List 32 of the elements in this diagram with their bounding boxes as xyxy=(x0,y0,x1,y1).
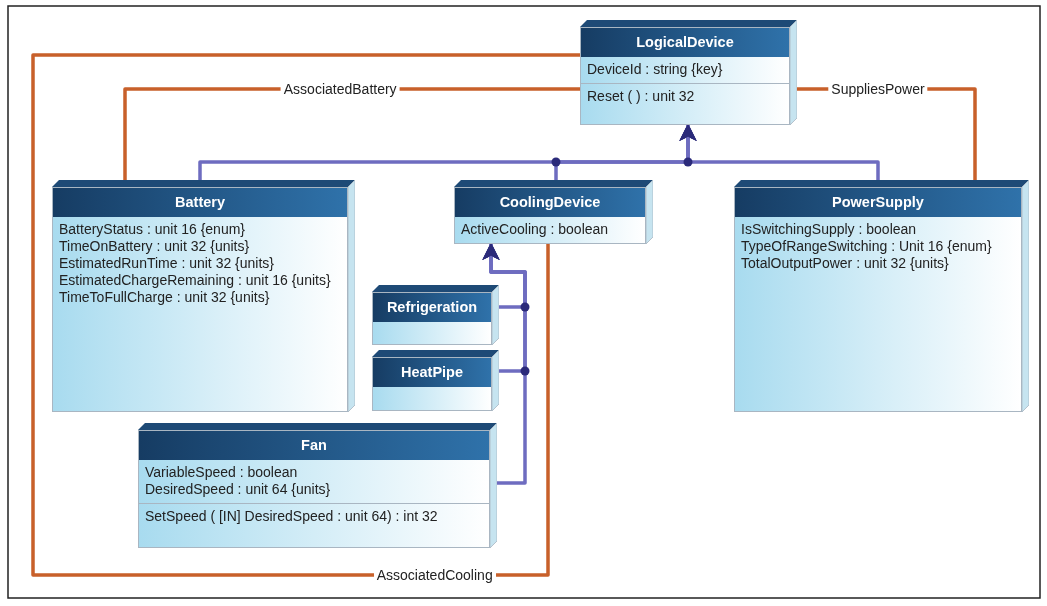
edge-label: SuppliesPower xyxy=(828,81,928,97)
attribute-text: TimeToFullCharge : unit 32 {units} xyxy=(59,289,271,306)
attribute-text: ActiveCooling : boolean xyxy=(461,221,610,238)
attribute-text: DesiredSpeed : unit 64 {units} xyxy=(145,481,332,498)
class-box xyxy=(138,423,497,548)
class-name: HeatPipe xyxy=(373,358,491,387)
attribute-text: DeviceId : string {key} xyxy=(587,61,724,78)
edge-label: AssociatedCooling xyxy=(373,567,496,583)
class-box xyxy=(52,180,355,412)
attribute-text: TimeOnBattery : unit 32 {units} xyxy=(59,238,251,255)
class-box xyxy=(372,350,499,411)
method-text: Reset ( ) : unit 32 xyxy=(587,88,696,105)
attribute-text: VariableSpeed : boolean xyxy=(145,464,299,481)
class-name: Fan xyxy=(139,431,489,460)
method-text: SetSpeed ( [IN] DesiredSpeed : unit 64) : int 32 xyxy=(145,508,439,525)
class-name: LogicalDevice xyxy=(581,28,789,57)
class-box xyxy=(734,180,1029,412)
association-line xyxy=(31,53,580,577)
attribute-text: EstimatedChargeRemaining : unit 16 {units} xyxy=(59,272,332,289)
class-box xyxy=(454,180,653,244)
attribute-text: TotalOutputPower : unit 32 {units} xyxy=(741,255,950,272)
class-box xyxy=(372,285,499,345)
class-name: Refrigeration xyxy=(373,293,491,322)
class-box xyxy=(580,20,797,125)
class-name: PowerSupply xyxy=(735,188,1021,217)
attribute-text: BatteryStatus : unit 16 {enum} xyxy=(59,221,246,238)
attribute-text: IsSwitchingSupply : boolean xyxy=(741,221,918,238)
edge-label: AssociatedBattery xyxy=(280,81,400,97)
attribute-text: EstimatedRunTime : unit 32 {units} xyxy=(59,255,276,272)
class-name: Battery xyxy=(53,188,347,217)
attribute-text: TypeOfRangeSwitching : Unit 16 {enum} xyxy=(741,238,993,255)
class-name: CoolingDevice xyxy=(455,188,645,217)
